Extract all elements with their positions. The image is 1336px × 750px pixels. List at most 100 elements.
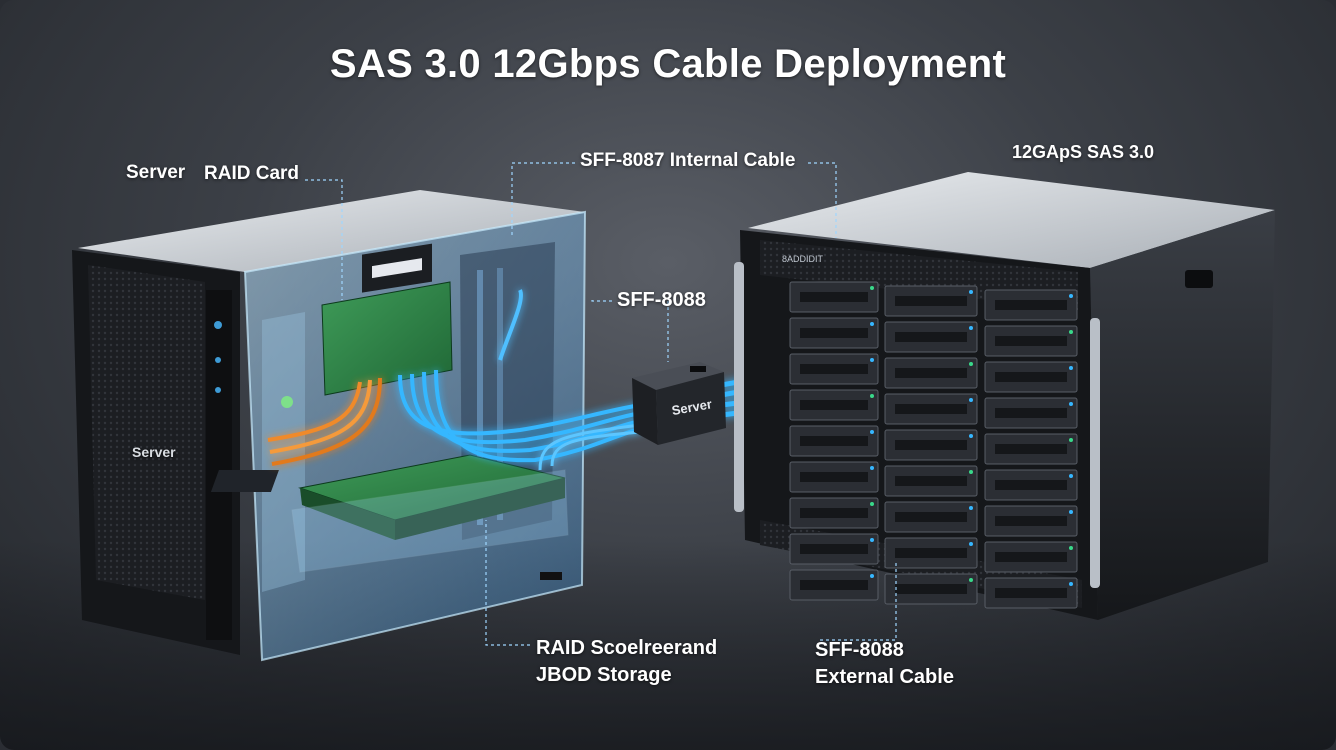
drive-tray-handle <box>995 372 1067 382</box>
drive-led-icon <box>969 434 973 438</box>
drive-led-icon <box>1069 546 1073 550</box>
label-sff8087: SFF-8087 Internal Cable <box>580 150 796 171</box>
storage-chip <box>210 470 279 492</box>
label-raid-card: RAID Card <box>204 163 300 184</box>
drive-led-icon <box>1069 582 1073 586</box>
drive-led-icon <box>1069 474 1073 478</box>
jbod-enclosure: 8ADDIDIT <box>734 172 1275 620</box>
drive-led-icon <box>1069 510 1073 514</box>
adapter-front <box>656 372 726 445</box>
drive-led-icon <box>969 362 973 366</box>
drive-tray-handle <box>995 408 1067 418</box>
drive-tray-handle <box>995 588 1067 598</box>
usb-port-icon <box>215 387 221 393</box>
server-foot <box>540 572 562 580</box>
drive-tray-handle <box>995 552 1067 562</box>
drive-tray-handle <box>995 444 1067 454</box>
drive-tray-handle <box>995 516 1067 526</box>
orange-cable-1 <box>267 381 362 442</box>
blue-cable-4 <box>434 369 641 463</box>
drive-tray-handle <box>995 480 1067 490</box>
jbod-side-panel <box>1090 210 1275 620</box>
drive-tray-handle <box>895 332 967 342</box>
page-title: SAS 3.0 12Gbps Cable Deployment <box>329 42 1007 86</box>
drive-led-icon <box>870 322 874 326</box>
server-top-panel <box>78 190 585 272</box>
drive-led-icon <box>870 358 874 362</box>
drive-led-icon <box>969 326 973 330</box>
drive-tray-handle <box>895 548 967 558</box>
label-raid-jbod-line1: RAID Scoelreerand <box>536 637 718 659</box>
label-server: Server <box>126 162 186 183</box>
drive-tray-handle <box>895 404 967 414</box>
drive-bays <box>789 281 1078 609</box>
drive-led-icon <box>969 470 973 474</box>
drive-led-icon <box>969 542 973 546</box>
drive-led-icon <box>870 286 874 290</box>
label-external-cable: SFF-8088 External Cable <box>815 637 954 691</box>
drive-led-icon <box>1069 438 1073 442</box>
adapter-port-icon <box>690 366 706 372</box>
label-external-line2: External Cable <box>815 666 954 688</box>
raid-chip-label <box>372 258 422 279</box>
leader-external <box>820 560 897 641</box>
server-front-mesh <box>88 265 205 600</box>
drive-led-icon <box>1069 330 1073 334</box>
drive-tray-handle <box>800 328 868 338</box>
drive-led-icon <box>870 466 874 470</box>
label-external-line1: SFF-8088 <box>815 639 904 661</box>
right-rack-handle <box>1090 318 1100 588</box>
drive-tray-handle <box>895 584 967 594</box>
drive-tray-handle <box>895 368 967 378</box>
adapter-label: Server <box>671 396 713 418</box>
jbod-badge: 8ADDIDIT <box>782 254 824 264</box>
label-sas-header: 12GApS SAS 3.0 <box>1012 142 1155 162</box>
leader-sff8087 <box>511 162 575 235</box>
drive-tray-handle <box>800 436 868 446</box>
blue-cable-1 <box>398 374 641 436</box>
server-tower <box>72 190 587 662</box>
blue-cable-7 <box>498 289 523 361</box>
blue-cable-2 <box>410 373 641 445</box>
raid-card <box>321 281 453 396</box>
drive-tray-handle <box>800 508 868 518</box>
storage-board-edge-2 <box>395 478 565 540</box>
adapter-left <box>632 378 658 445</box>
drive-tray-handle <box>995 336 1067 346</box>
drive-tray-handle <box>895 512 967 522</box>
drive-tray-handle <box>895 476 967 486</box>
power-led-icon <box>214 321 222 329</box>
leader-sff8088 <box>591 300 669 362</box>
callout-lines <box>305 162 897 646</box>
storage-board-edge <box>300 488 395 540</box>
drive-tray-handle <box>800 472 868 482</box>
sff-adapter: Server <box>632 362 726 445</box>
drive-led-icon <box>969 578 973 582</box>
server-front-logo: Server <box>132 444 176 460</box>
drive-led-icon <box>870 538 874 542</box>
drive-led-icon <box>870 574 874 578</box>
orange-cable-3 <box>271 377 382 466</box>
label-raid-jbod: RAID Scoelreerand JBOD Storage <box>536 635 717 689</box>
status-led-icon <box>215 357 221 363</box>
drive-tray-handle <box>995 300 1067 310</box>
drive-tray-handle <box>800 292 868 302</box>
label-sff8088: SFF-8088 <box>617 289 706 311</box>
drive-tray-handle <box>800 544 868 554</box>
drive-led-icon <box>870 430 874 434</box>
orange-cable-2 <box>269 379 372 454</box>
server-front-strip <box>206 290 232 640</box>
drive-led-icon <box>969 398 973 402</box>
label-raid-jbod-line2: JBOD Storage <box>536 664 672 686</box>
drive-tray-handle <box>800 580 868 590</box>
drive-tray-handle <box>895 296 967 306</box>
leader-raid-jbod <box>485 520 530 646</box>
drive-led-icon <box>870 502 874 506</box>
drive-led-icon <box>969 290 973 294</box>
leader-raid-card <box>305 179 343 300</box>
io-bracket <box>262 312 305 592</box>
drive-led-icon <box>1069 402 1073 406</box>
drive-led-icon <box>1069 294 1073 298</box>
